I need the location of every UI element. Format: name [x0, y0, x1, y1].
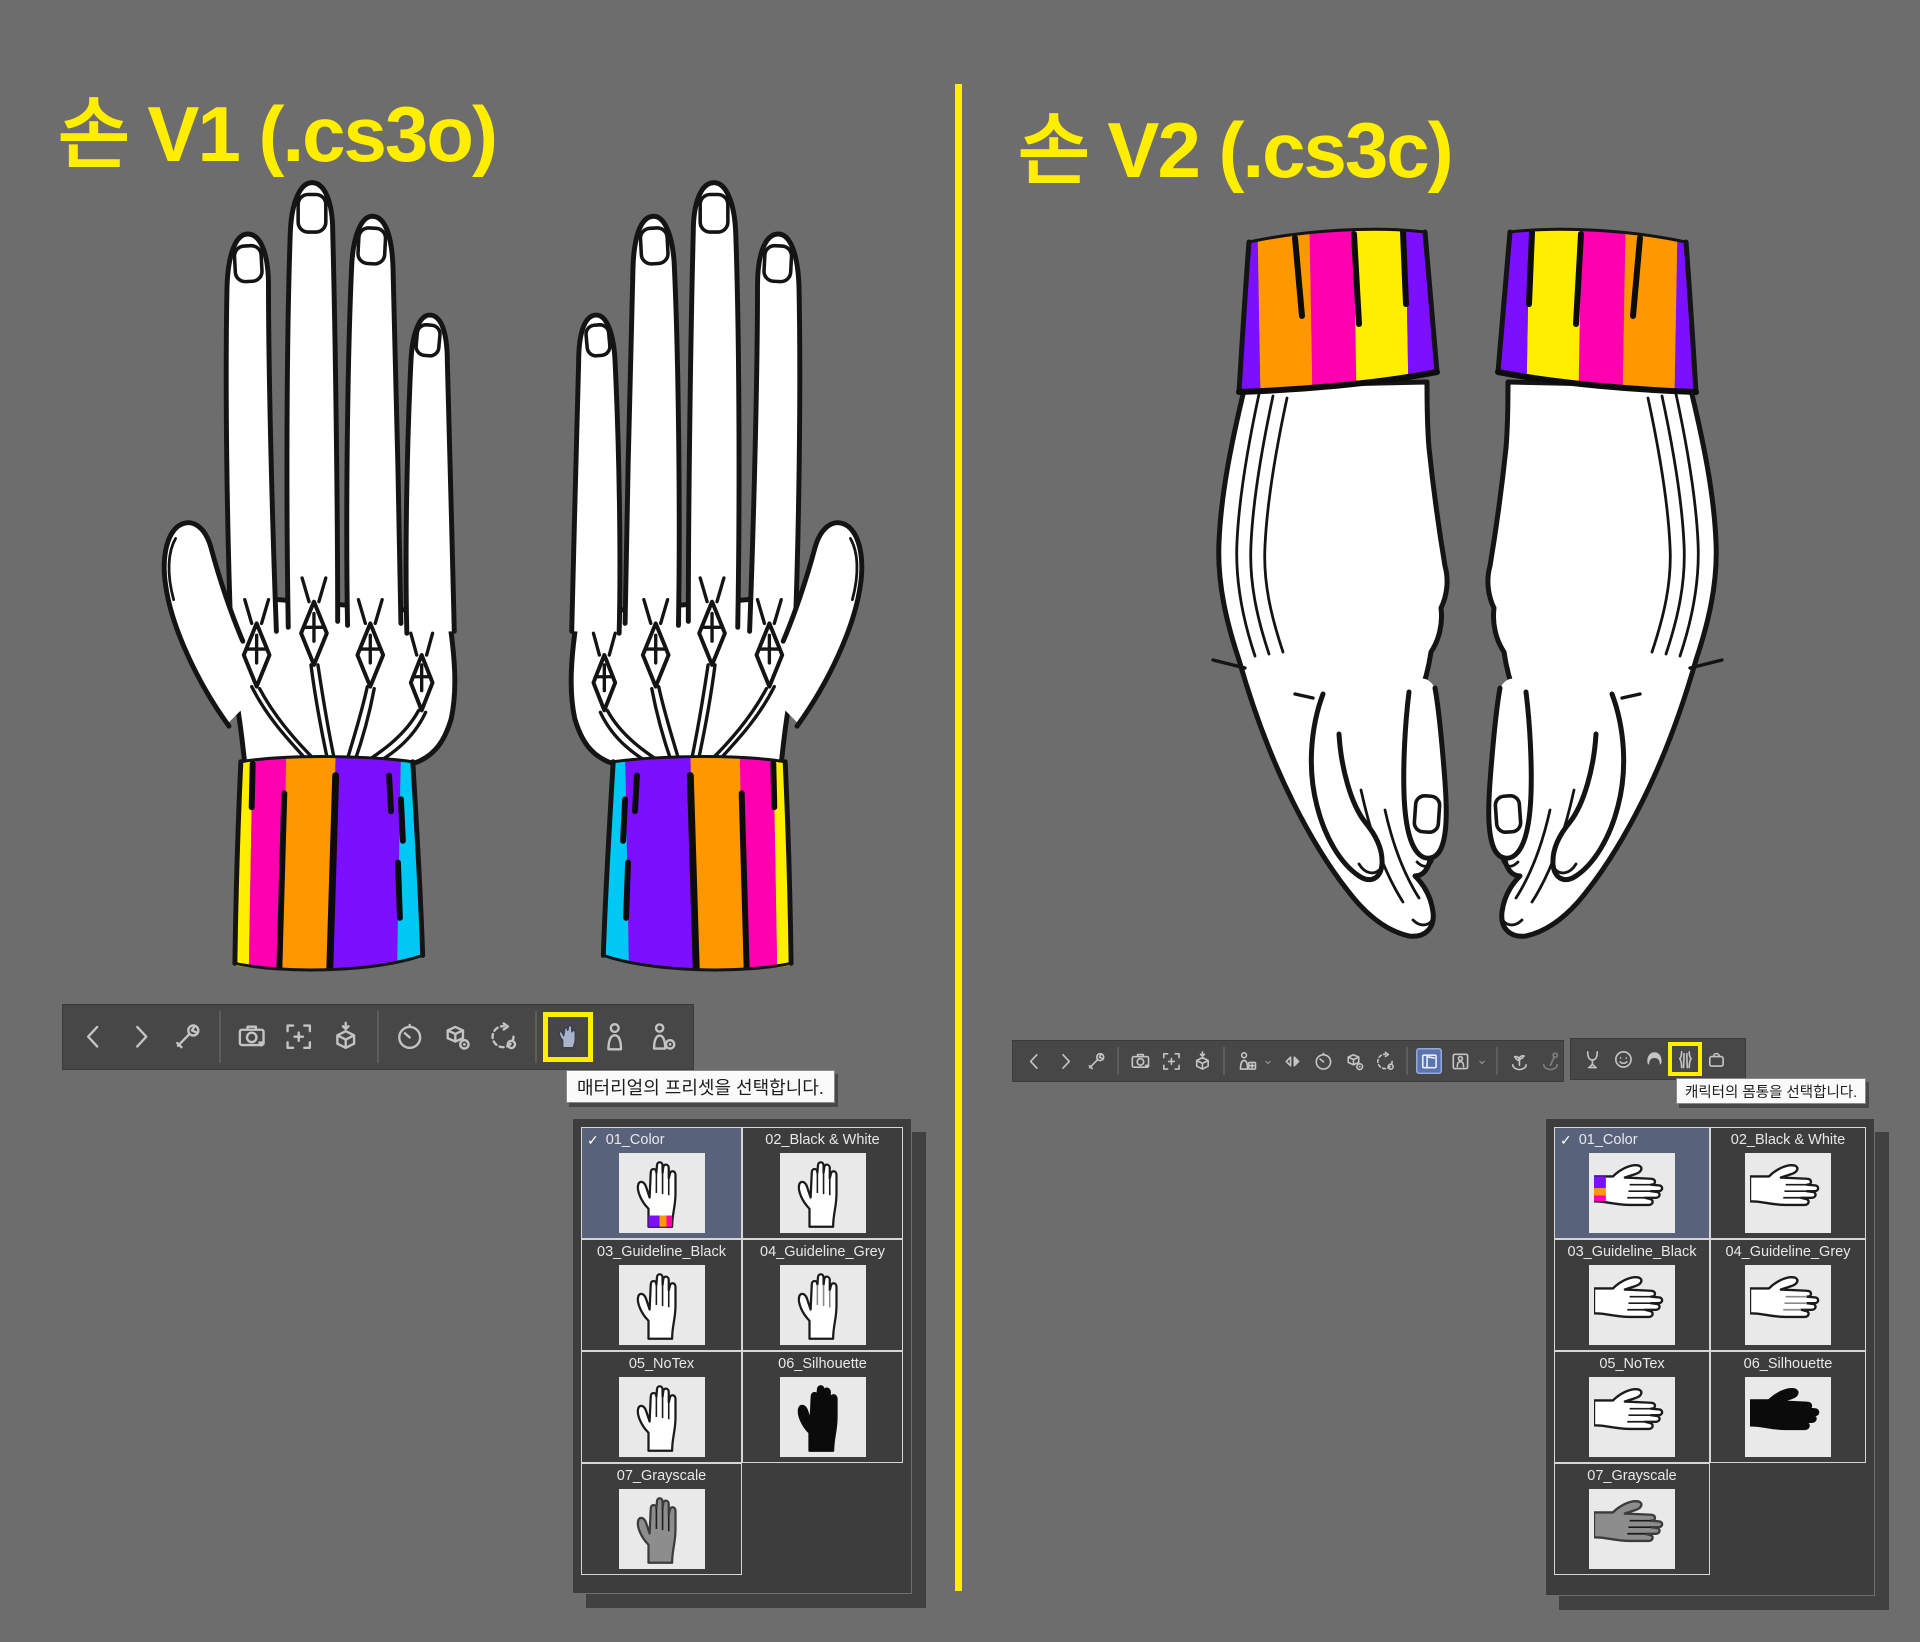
right-panel-title: 손 V2 (.cs3c) [1018, 106, 1454, 195]
preset-thumbnail [1745, 1153, 1831, 1233]
v2-right-hand-illustration [1450, 224, 1760, 994]
preset-item-bw[interactable]: 02_Black & White [742, 1127, 903, 1239]
preset-label: 02_Black & White [1730, 1132, 1846, 1148]
v2-tooltip: 캐릭터의 몸통을 선택합니다. [1676, 1078, 1867, 1104]
plane-view-icon[interactable] [1416, 1048, 1442, 1074]
v1-tooltip: 매터리얼의 프리셋을 선택합니다. [566, 1070, 835, 1103]
toolbar-separator [377, 1011, 379, 1063]
hand-material-icon[interactable] [543, 1012, 593, 1062]
preset-label: 05_NoTex [628, 1356, 695, 1372]
preset-label: 02_Black & White [765, 1132, 880, 1148]
preset-thumbnail [618, 1377, 705, 1457]
cube-gear-icon[interactable] [1341, 1048, 1367, 1074]
preset-thumbnail [618, 1265, 705, 1345]
camera-icon[interactable] [1127, 1048, 1153, 1074]
preset-thumbnail [1589, 1377, 1675, 1457]
left-panel-title: 손 V1 (.cs3o) [58, 90, 498, 179]
pose-person-icon[interactable] [596, 1018, 634, 1056]
v2-character-parts-toolbar [1570, 1038, 1746, 1080]
preset-label: 04_Guideline_Grey [1725, 1244, 1851, 1260]
chevron-right-icon[interactable] [1052, 1048, 1078, 1074]
toolbar-separator [1117, 1047, 1119, 1075]
preset-label: 06_Silhouette [1743, 1356, 1833, 1372]
checkmark-icon: ✓ [587, 1132, 599, 1148]
preset-item-color[interactable]: ✓ 01_Color [1554, 1127, 1710, 1239]
rotate-reset-icon[interactable] [1372, 1048, 1398, 1074]
preset-thumbnail [779, 1265, 866, 1345]
cube-import-icon[interactable] [1189, 1048, 1215, 1074]
preset-label: 03_Guideline_Black [597, 1244, 726, 1260]
vertical-divider [955, 84, 962, 1591]
preset-item-guideline-black[interactable]: 03_Guideline_Black [1554, 1239, 1710, 1351]
v1-right-hand-illustration [548, 166, 884, 978]
face-icon[interactable] [1610, 1046, 1636, 1072]
v2-left-hand-illustration [1175, 224, 1485, 994]
preset-label: 06_Silhouette [778, 1356, 867, 1372]
mirror-icon[interactable] [1279, 1048, 1305, 1074]
torso-icon[interactable] [1668, 1042, 1702, 1076]
preset-label: 01_Color [1578, 1132, 1638, 1148]
chevron-down-icon[interactable] [1262, 1055, 1274, 1067]
preset-label: 05_NoTex [1599, 1356, 1665, 1372]
preset-thumbnail [1589, 1153, 1675, 1233]
toolbar-separator [1496, 1047, 1498, 1075]
checkmark-icon: ✓ [1560, 1132, 1572, 1148]
preset-item-guideline-black[interactable]: 03_Guideline_Black [581, 1239, 742, 1351]
hair-icon[interactable] [1641, 1046, 1667, 1072]
preset-item-notex[interactable]: 05_NoTex [581, 1351, 742, 1463]
rotate-reset-icon[interactable] [485, 1018, 523, 1056]
person-add-icon[interactable] [1233, 1048, 1259, 1074]
preset-item-silhouette[interactable]: 06_Silhouette [1710, 1351, 1866, 1463]
clock-icon[interactable] [391, 1018, 429, 1056]
wrench-icon[interactable] [1083, 1048, 1109, 1074]
preset-thumbnail [618, 1153, 705, 1233]
v1-left-hand-illustration [142, 166, 478, 978]
chevron-left-icon[interactable] [75, 1018, 113, 1056]
toolbar-separator [219, 1011, 221, 1063]
cube-import-icon[interactable] [327, 1018, 365, 1056]
preset-thumbnail [1589, 1489, 1675, 1569]
preset-item-grayscale[interactable]: 07_Grayscale [1554, 1463, 1710, 1575]
preset-item-grayscale[interactable]: 07_Grayscale [581, 1463, 742, 1575]
preset-item-bw[interactable]: 02_Black & White [1710, 1127, 1866, 1239]
preset-thumbnail [618, 1489, 705, 1569]
preset-label: 01_Color [605, 1132, 665, 1148]
camera-icon[interactable] [233, 1018, 271, 1056]
pick-hand-icon[interactable] [1537, 1048, 1563, 1074]
toolbar-separator [535, 1011, 537, 1063]
bag-icon[interactable] [1703, 1046, 1729, 1072]
wrench-icon[interactable] [169, 1018, 207, 1056]
preset-thumbnail [1745, 1377, 1831, 1457]
preset-item-notex[interactable]: 05_NoTex [1554, 1351, 1710, 1463]
cube-gear-icon[interactable] [438, 1018, 476, 1056]
preset-label: 07_Grayscale [616, 1468, 707, 1484]
preset-thumbnail [779, 1377, 866, 1457]
toolbar-separator [1223, 1047, 1225, 1075]
preset-thumbnail [1589, 1265, 1675, 1345]
v1-object-launcher-toolbar [62, 1004, 694, 1070]
chevron-down-icon[interactable] [1476, 1055, 1488, 1067]
preset-thumbnail [1745, 1265, 1831, 1345]
person-frame-icon[interactable] [1447, 1048, 1473, 1074]
preset-thumbnail [779, 1153, 866, 1233]
v2-material-preset-panel: ✓ 01_Color 02_Black & White 03_Guideline_Bl… [1545, 1118, 1875, 1596]
preset-label: 03_Guideline_Black [1567, 1244, 1697, 1260]
frame-target-icon[interactable] [1158, 1048, 1184, 1074]
frame-target-icon[interactable] [280, 1018, 318, 1056]
v2-object-launcher-toolbar [1012, 1040, 1564, 1082]
preset-item-guideline-grey[interactable]: 04_Guideline_Grey [742, 1239, 903, 1351]
v1-material-preset-panel: ✓ 01_Color 02_Black & White 03_Guideline_Bl… [572, 1118, 912, 1594]
toolbar-separator [1406, 1047, 1408, 1075]
preset-item-guideline-grey[interactable]: 04_Guideline_Grey [1710, 1239, 1866, 1351]
clock-icon[interactable] [1310, 1048, 1336, 1074]
chevron-right-icon[interactable] [122, 1018, 160, 1056]
person-gear-icon[interactable] [643, 1018, 681, 1056]
body-stand-icon[interactable] [1579, 1046, 1605, 1072]
sprout-hand-icon[interactable] [1506, 1048, 1532, 1074]
preset-label: 04_Guideline_Grey [760, 1244, 885, 1260]
chevron-left-icon[interactable] [1021, 1048, 1047, 1074]
preset-label: 07_Grayscale [1587, 1468, 1677, 1484]
preset-item-silhouette[interactable]: 06_Silhouette [742, 1351, 903, 1463]
preset-item-color[interactable]: ✓ 01_Color [581, 1127, 742, 1239]
